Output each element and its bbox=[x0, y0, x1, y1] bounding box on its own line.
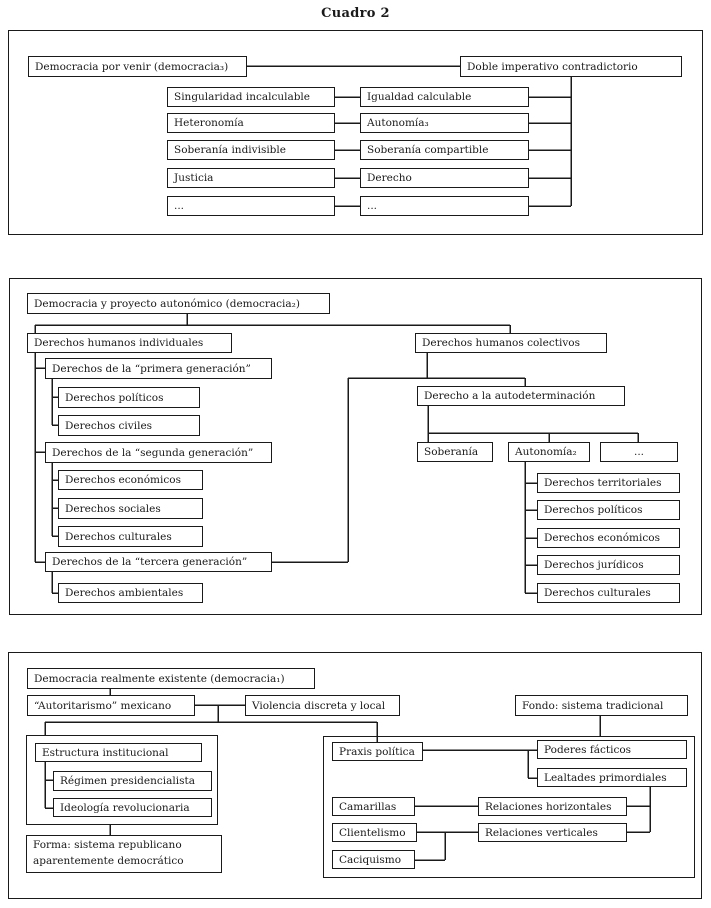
panel-proyecto-autonomico bbox=[9, 278, 702, 615]
node-relaciones-horizontales: Relaciones horizontales bbox=[478, 797, 627, 816]
panel-democracia-por-venir bbox=[8, 30, 703, 235]
node-democracia-por-venir: Democracia por venir (democracia₃) bbox=[28, 56, 247, 77]
node-derechos-individuales: Derechos humanos individuales bbox=[27, 333, 232, 353]
node-ellipsis-options: ... bbox=[600, 442, 678, 462]
node-poderes-facticos: Poderes fácticos bbox=[537, 740, 687, 759]
node-soberania-compartible: Soberanía compartible bbox=[360, 140, 529, 160]
node-ellipsis-right: ... bbox=[360, 196, 529, 216]
node-derechos-economicos-1: Derechos económicos bbox=[58, 470, 203, 490]
node-derechos-economicos-2: Derechos económicos bbox=[537, 528, 680, 548]
node-autodeterminacion: Derecho a la autodeterminación bbox=[417, 386, 625, 406]
node-ellipsis-left: ... bbox=[167, 196, 335, 216]
node-clientelismo: Clientelismo bbox=[332, 823, 417, 842]
node-autonomia-2: Autonomía₂ bbox=[508, 442, 590, 462]
node-autoritarismo: “Autoritarismo” mexicano bbox=[27, 695, 195, 716]
node-proyecto-autonomico: Democracia y proyecto autonómico (democr… bbox=[27, 293, 330, 314]
node-justicia: Justicia bbox=[167, 168, 335, 188]
node-caciquismo: Caciquismo bbox=[332, 850, 415, 869]
group-estructura bbox=[26, 735, 218, 825]
node-soberania-indivisible: Soberanía indivisible bbox=[167, 140, 335, 160]
panel-democracia-existente bbox=[8, 652, 702, 899]
node-derechos-ambientales: Derechos ambientales bbox=[58, 583, 203, 603]
node-lealtades-primordiales: Lealtades primordiales bbox=[537, 768, 687, 787]
node-doble-imperativo: Doble imperativo contradictorio bbox=[460, 56, 682, 77]
node-ideologia-revolucionaria: Ideología revolucionaria bbox=[53, 798, 212, 817]
node-derechos-colectivos: Derechos humanos colectivos bbox=[415, 333, 607, 353]
node-derechos-culturales-1: Derechos culturales bbox=[58, 526, 203, 547]
node-derechos-politicos-2: Derechos políticos bbox=[537, 500, 680, 520]
node-derechos-culturales-2: Derechos culturales bbox=[537, 583, 680, 603]
node-heteronomia: Heteronomía bbox=[167, 113, 335, 133]
node-derecho: Derecho bbox=[360, 168, 529, 188]
node-fondo-tradicional: Fondo: sistema tradicional bbox=[515, 695, 688, 716]
node-praxis-politica: Praxis política bbox=[332, 742, 423, 761]
node-derechos-sociales: Derechos sociales bbox=[58, 498, 203, 519]
node-soberania: Soberanía bbox=[417, 442, 493, 462]
node-primera-generacion: Derechos de la “primera generación” bbox=[45, 358, 272, 379]
node-tercera-generacion: Derechos de la “tercera generación” bbox=[45, 552, 272, 572]
forma-line-1: Forma: sistema republicano bbox=[33, 839, 182, 852]
node-segunda-generacion: Derechos de la “segunda generación” bbox=[45, 442, 272, 463]
figure-title: Cuadro 2 bbox=[321, 6, 390, 21]
node-estructura-institucional: Estructura institucional bbox=[35, 743, 202, 762]
node-camarillas: Camarillas bbox=[332, 797, 415, 816]
node-derechos-territoriales: Derechos territoriales bbox=[537, 473, 680, 493]
node-singularidad-incalculable: Singularidad incalculable bbox=[167, 87, 335, 107]
group-praxis bbox=[323, 736, 695, 878]
node-forma-republicana: Forma: sistema republicano aparentemente… bbox=[26, 835, 222, 873]
node-violencia: Violencia discreta y local bbox=[245, 695, 400, 716]
node-regimen-presidencialista: Régimen presidencialista bbox=[53, 771, 212, 791]
node-derechos-juridicos: Derechos jurídicos bbox=[537, 555, 680, 575]
forma-line-2: aparentemente democrático bbox=[33, 855, 184, 867]
node-igualdad-calculable: Igualdad calculable bbox=[360, 87, 529, 107]
node-derechos-politicos-1: Derechos políticos bbox=[58, 387, 200, 408]
node-derechos-civiles: Derechos civiles bbox=[58, 415, 200, 436]
node-relaciones-verticales: Relaciones verticales bbox=[478, 823, 627, 842]
node-autonomia-3: Autonomía₃ bbox=[360, 113, 529, 133]
node-democracia-existente: Democracia realmente existente (democrac… bbox=[27, 668, 315, 689]
